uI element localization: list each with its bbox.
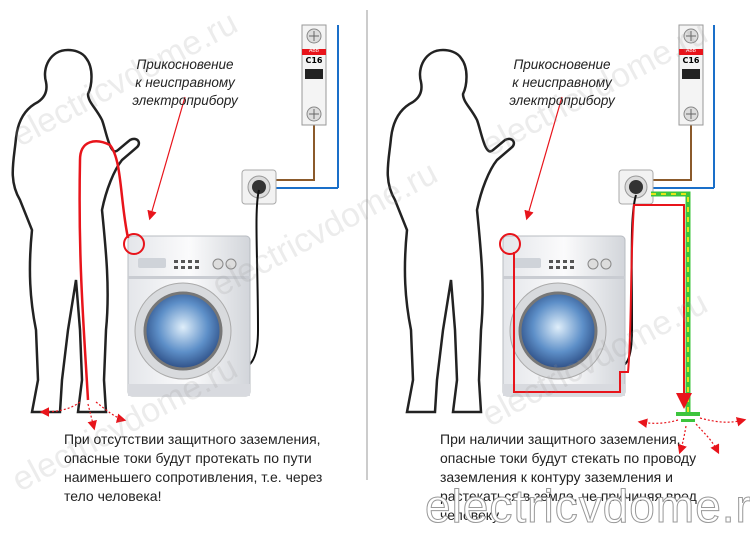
current-path-body: [78, 140, 130, 401]
person-silhouette-right: [386, 48, 516, 414]
caption-line: к неисправному: [512, 75, 612, 90]
breaker-brand-right: ABB: [685, 48, 696, 54]
caption-line: электроприбору: [509, 93, 615, 108]
touch-point-circle: [123, 233, 145, 255]
wall-socket: [241, 169, 277, 205]
caption-arrow: [147, 96, 186, 221]
caption-line: электроприбору: [132, 93, 238, 108]
right-caption: Прикосновение к неисправному электроприб…: [497, 56, 627, 110]
description-line: опасные токи будут стекать по проводу: [440, 450, 697, 466]
current-spread-ground: [39, 401, 127, 431]
breaker-rating: C16: [305, 56, 323, 65]
left-description: При отсутствии защитного заземления, опа…: [64, 430, 322, 506]
right-description: При наличии защитного заземления, опасны…: [440, 430, 697, 525]
description-line: опасные токи будут протекать по пути: [64, 450, 312, 466]
breaker-rating-right: C16: [682, 56, 700, 65]
current-path-ground: [513, 204, 692, 409]
description-line: наименьшего сопротивления, т.е. через: [64, 469, 323, 485]
left-caption: Прикосновение к неисправному электроприб…: [120, 56, 250, 110]
circuit-breaker: [301, 24, 327, 126]
caption-line: Прикосновение: [513, 57, 611, 72]
description-line: тело человека!: [64, 488, 162, 504]
description-line: растекаться в земле, не причиняя вред: [440, 488, 697, 504]
description-line: При наличии защитного заземления,: [440, 431, 681, 447]
description-line: заземления к контуру заземления и: [440, 469, 673, 485]
right-scene: [386, 24, 747, 455]
left-scene: [11, 24, 339, 431]
breaker-brand: ABB: [308, 48, 319, 54]
ground-electrode: [676, 412, 700, 422]
caption-line: к неисправному: [135, 75, 235, 90]
description-line: человеку.: [440, 507, 502, 523]
current-spread-ground-right: [637, 417, 747, 455]
watermark-logo: electricvdome.ru: [424, 480, 750, 532]
description-line: При отсутствии защитного заземления,: [64, 431, 321, 447]
phase-wire: [270, 125, 315, 181]
caption-line: Прикосновение: [136, 57, 234, 72]
